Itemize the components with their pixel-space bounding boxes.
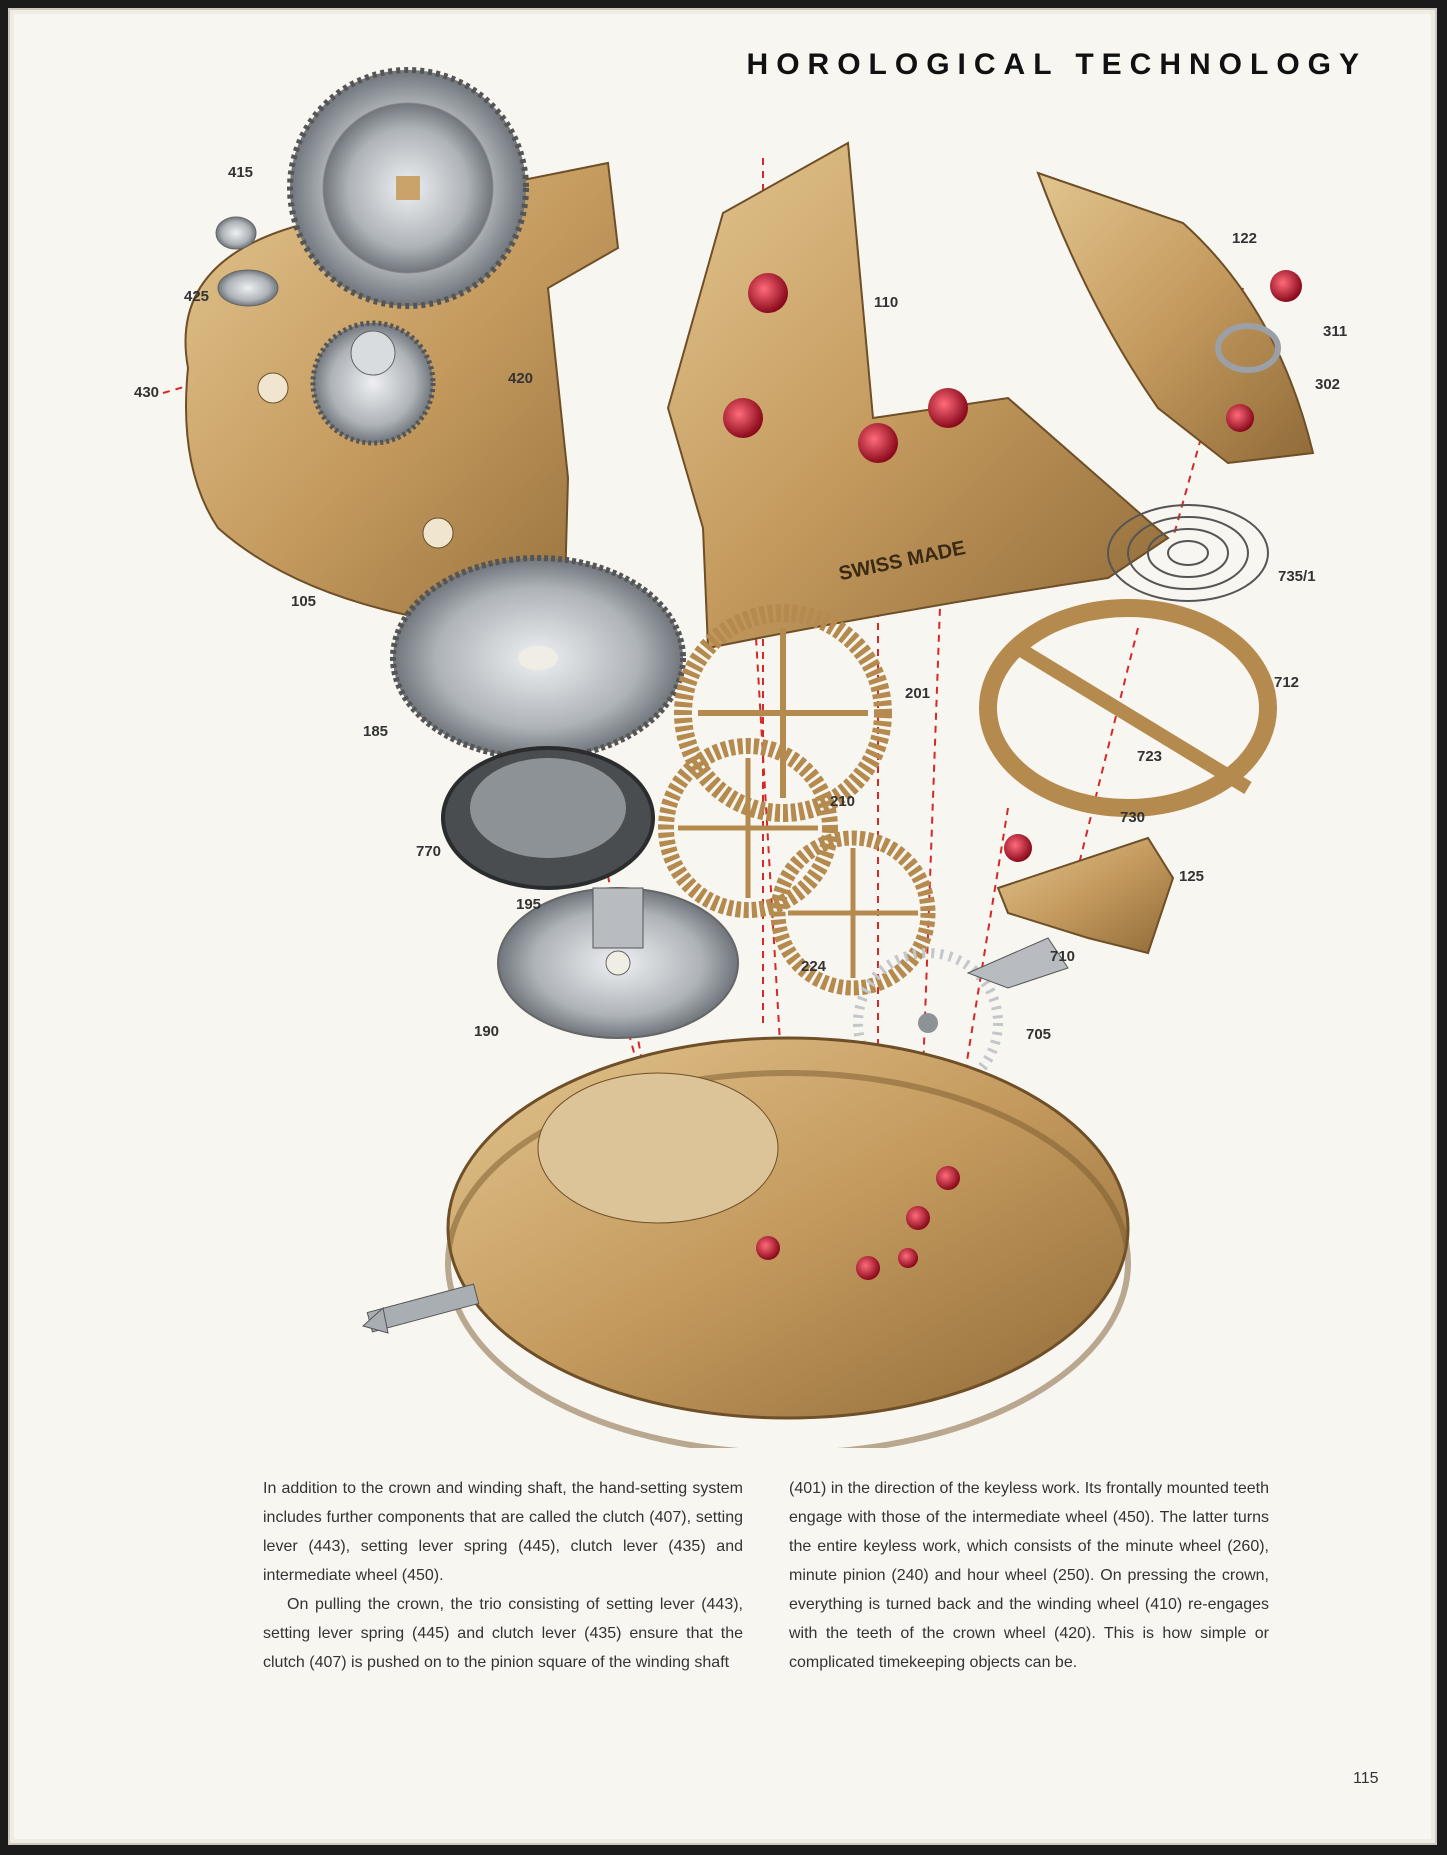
paragraph: On pulling the crown, the trio consistin… (263, 1596, 743, 1671)
callout-705: 705 (1026, 1026, 1052, 1043)
winding-stem (361, 1283, 480, 1334)
callout-210: 210 (830, 793, 856, 810)
callout-420: 420 (508, 370, 534, 387)
section-header: HOROLOGICAL TECHNOLOGY (746, 48, 1367, 81)
pallet-bridge-125 (996, 834, 1175, 955)
movement-exploded-illustration: SWISS MADE (162, 67, 1315, 1448)
crown-wheel-415 (287, 67, 529, 309)
callout-311: 311 (1323, 323, 1348, 340)
callout-425: 425 (184, 288, 210, 305)
fourth-wheel-224 (770, 830, 936, 996)
paragraph: (401) in the direction of the keyless wo… (789, 1480, 1269, 1671)
body-column-left: In addition to the crown and winding sha… (263, 1474, 743, 1677)
callout-730: 730 (1120, 809, 1146, 826)
center-wheel-201 (674, 604, 892, 822)
callout-105: 105 (291, 593, 317, 610)
hairspring-735-1 (1107, 504, 1269, 602)
body-column-right: (401) in the direction of the keyless wo… (789, 1474, 1269, 1677)
callout-712: 712 (1274, 674, 1300, 691)
mainspring-770 (441, 746, 655, 890)
pallet-fork-710 (966, 937, 1069, 989)
callout-723: 723 (1137, 748, 1163, 765)
callout-302: 302 (1315, 376, 1341, 393)
main-plate (361, 1036, 1131, 1448)
barrel-cover-190 (497, 887, 739, 1039)
balance-cock-122 (1036, 171, 1315, 465)
third-wheel-210 (658, 738, 838, 918)
callout-201: 201 (905, 685, 931, 702)
balance-wheel-712 (979, 599, 1277, 817)
callout-415: 415 (228, 164, 254, 181)
callout-710: 710 (1050, 948, 1076, 965)
callout-735-1: 735/1 (1278, 568, 1316, 585)
callout-185: 185 (363, 723, 389, 740)
book-page: HOROLOGICAL TECHNOLOGY (8, 8, 1437, 1845)
callout-770: 770 (416, 843, 442, 860)
barrel-185 (390, 555, 686, 761)
callout-224: 224 (801, 958, 827, 975)
callout-190: 190 (474, 1023, 500, 1040)
callout-110: 110 (874, 294, 899, 311)
callout-430: 430 (134, 384, 160, 401)
callout-195: 195 (516, 896, 542, 913)
washer-425 (215, 216, 279, 307)
callout-122: 122 (1232, 230, 1258, 247)
callout-125: 125 (1179, 868, 1205, 885)
page-frame (8, 8, 1437, 1845)
page-number: 115 (1353, 1770, 1379, 1787)
train-bridge-110: SWISS MADE (666, 141, 1170, 650)
winding-wheel-420 (310, 320, 436, 446)
paragraph: In addition to the crown and winding sha… (263, 1480, 743, 1584)
